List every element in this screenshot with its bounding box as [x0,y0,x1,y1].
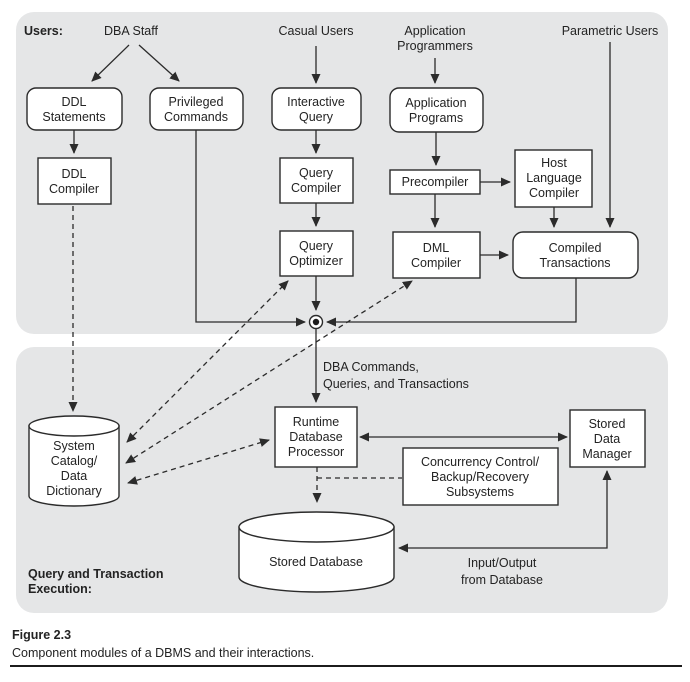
node-runtime-database-processor-label: Processor [288,445,344,459]
node-compiled-transactions-box [512,231,639,279]
user-application-programmers: Programmers [397,39,473,53]
node-dml-compiler-box [392,231,481,279]
node-stored-database-cylinder-top [238,511,395,543]
node-ddl-compiler-label: DDL [61,167,86,181]
node-system-catalog-label: Catalog/ [51,454,98,468]
edge-stored-data-manager-stored-database-io [398,470,612,553]
figure-caption-text: Component modules of a DBMS and their in… [12,646,314,660]
node-host-language-compiler-box [514,149,593,208]
node-privileged-commands-box [149,87,244,131]
node-query-optimizer: Query Optimizer [279,230,354,277]
node-host-language-compiler-label: Language [526,171,582,185]
node-application-programs: Application Programs [389,87,484,133]
users-label: Users: [24,24,63,38]
node-concurrency-subsystems-label: Subsystems [446,485,514,499]
node-stored-data-manager: Stored Data Manager [569,409,646,468]
dba-commands-label: Queries, and Transactions [323,377,469,391]
user-parametric-users: Parametric Users [562,24,659,38]
node-application-programs-label: Programs [409,111,463,125]
node-system-catalog-cylinder-top [28,415,120,437]
node-application-programs-label: Application [405,96,466,110]
node-query-compiler-label: Compiler [291,181,341,195]
node-stored-data-manager-label: Data [594,432,620,446]
node-runtime-database-processor: Runtime Database Processor [274,406,358,468]
node-interactive-query-label: Interactive [287,95,345,109]
dba-commands-label: DBA Commands, [323,360,419,374]
node-system-catalog-label: System [53,439,95,453]
node-query-compiler-box [279,157,354,204]
node-system-catalog-label: Data [61,469,87,483]
figure-caption-title: Figure 2.3 [12,628,71,642]
user-application-programmers: Application [404,24,465,38]
node-stored-data-manager-box [569,409,646,468]
node-ddl-statements-box [26,87,123,131]
edge-system-catalog-runtime-processor [127,438,270,485]
node-stored-database-label: Stored Database [269,555,363,569]
node-compiled-transactions: Compiled Transactions [512,231,639,279]
user-dba-staff: DBA Staff [104,24,158,38]
edge-dba-staff-to-ddl-statements [91,44,130,82]
node-stored-data-manager-label: Stored [589,417,626,431]
user-casual-users: Casual Users [278,24,353,38]
node-query-optimizer-box [279,230,354,277]
node-compiled-transactions-label: Transactions [539,256,610,270]
node-interactive-query: Interactive Query [271,87,362,131]
node-ddl-compiler-box [37,157,112,205]
input-output-label: Input/Output [468,556,537,570]
node-privileged-commands-label: Privileged [169,95,224,109]
node-interactive-query-label: Query [299,110,334,124]
node-interactive-query-box [271,87,362,131]
edge-dba-staff-to-privileged-commands [138,44,180,82]
node-query-compiler: Query Compiler [279,157,354,204]
node-concurrency-subsystems-label: Concurrency Control/ [421,455,540,469]
node-privileged-commands: Privileged Commands [149,87,244,131]
query-transaction-execution-label: Execution: [28,582,92,596]
node-ddl-statements: DDL Statements [26,87,123,131]
node-dml-compiler-label: DML [423,241,449,255]
node-runtime-database-processor-label: Runtime [293,415,340,429]
node-stored-data-manager-label: Manager [582,447,631,461]
junction-dot [308,314,324,330]
node-concurrency-subsystems: Concurrency Control/ Backup/Recovery Sub… [402,447,559,506]
node-system-catalog-cylinder [28,425,120,507]
query-transaction-execution-label: Query and Transaction [28,567,163,581]
node-query-optimizer-label: Optimizer [289,254,342,268]
junction-inner-circle [312,318,320,326]
node-ddl-compiler-label: Compiler [49,182,99,196]
node-system-catalog-label: Dictionary [46,484,102,498]
node-concurrency-subsystems-label: Backup/Recovery [431,470,530,484]
node-dml-compiler-label: Compiler [411,256,461,270]
node-ddl-statements-label: DDL [61,95,86,109]
node-application-programs-box [389,87,484,133]
node-ddl-compiler: DDL Compiler [37,157,112,205]
node-runtime-database-processor-label: Database [289,430,343,444]
node-host-language-compiler-label: Host [541,156,567,170]
node-query-optimizer-label: Query [299,239,334,253]
node-privileged-commands-label: Commands [164,110,228,124]
node-concurrency-subsystems-box [402,447,559,506]
node-precompiler-label: Precompiler [402,175,469,189]
node-dml-compiler: DML Compiler [392,231,481,279]
node-stored-database: Stored Database [238,511,395,593]
node-system-catalog: System Catalog/ Data Dictionary [28,415,120,507]
node-runtime-database-processor-box [274,406,358,468]
node-host-language-compiler: Host Language Compiler [514,149,593,208]
node-stored-database-cylinder [238,526,395,593]
node-host-language-compiler-label: Compiler [529,186,579,200]
node-query-compiler-label: Query [299,166,334,180]
edges [68,42,615,553]
node-ddl-statements-label: Statements [42,110,105,124]
node-compiled-transactions-label: Compiled [549,241,602,255]
edge-system-catalog-dml-compiler [125,280,413,464]
input-output-label: from Database [461,573,543,587]
node-precompiler-box [389,169,481,195]
node-precompiler: Precompiler [389,169,481,195]
